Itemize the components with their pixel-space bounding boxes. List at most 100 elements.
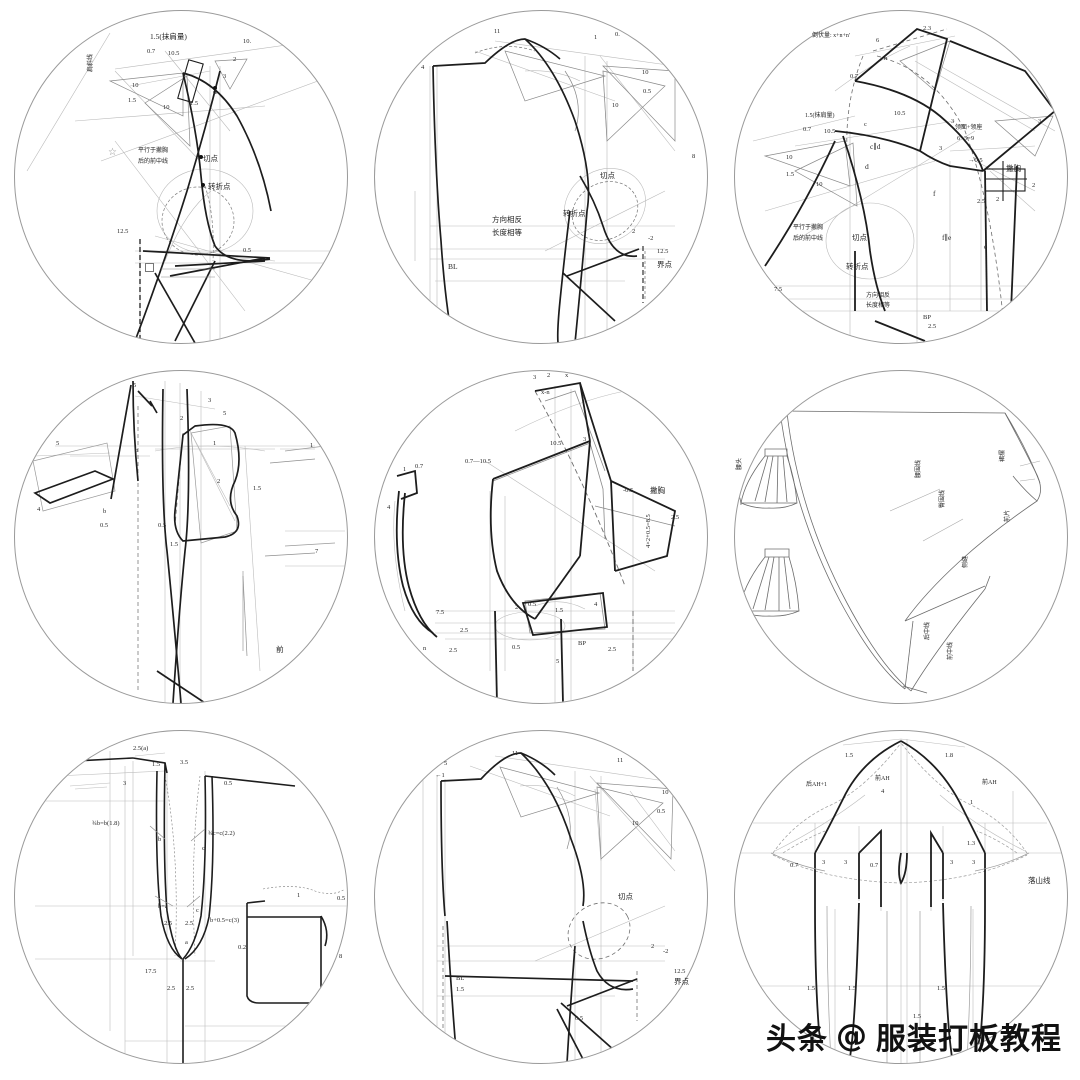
annotation-label: 2.5 — [167, 985, 176, 992]
annotation-label: 领面+领座 — [955, 125, 983, 131]
annotation-label: 转折点 — [208, 182, 231, 191]
annotation-label: 4 — [421, 64, 425, 71]
annotation-label: 后的前中线 — [138, 159, 169, 165]
annotation-label: 1.8 — [945, 752, 954, 759]
annotation-label: 10 — [612, 102, 619, 109]
annotation-label: 2 — [217, 478, 221, 485]
annotation-label: 3 — [123, 780, 127, 787]
annotation-label: 11 — [512, 750, 519, 757]
annotation-label: 10 — [163, 104, 170, 111]
panel-cell-5 — [360, 360, 720, 720]
annotation-label: b — [103, 508, 107, 515]
watermark-prefix: 头条 — [766, 1022, 828, 1057]
annotation-label: 前 — [276, 645, 284, 654]
annotation-label: c — [864, 121, 867, 128]
annotation-label: 后AH+1 — [806, 782, 828, 788]
panel-disc-sleeve-collar-rotation-draft — [374, 370, 708, 704]
annotation-label: ¾c=c(2.2) — [208, 830, 235, 837]
annotation-label: 切点 — [852, 233, 867, 242]
annotation-label: 平行于撇胸 — [793, 225, 824, 231]
annotation-label: 2.5 — [977, 198, 986, 205]
annotation-label: 6+3=9 — [957, 135, 975, 142]
annotation-label: 6 — [876, 37, 880, 44]
panel-cell-3: ☆ — [720, 0, 1080, 360]
annotation-label: c — [196, 907, 199, 914]
annotation-label: 0.5 — [100, 522, 109, 529]
annotation-label: 2.5 — [460, 627, 469, 634]
annotation-label: 裙摆 — [1000, 449, 1006, 462]
annotation-label: 10 — [632, 820, 639, 827]
annotation-label: f∥e — [942, 233, 952, 242]
annotation-label: 方向相反 — [492, 215, 522, 224]
annotation-label: 切点 — [600, 171, 615, 180]
square-outline-icon — [145, 263, 154, 272]
annotation-label: 3 — [951, 118, 955, 125]
annotation-label: 7 — [315, 548, 319, 555]
annotation-label: 12.5 — [117, 228, 129, 235]
annotation-label: 17.5 — [145, 968, 157, 975]
annotation-label: 3 — [822, 859, 826, 866]
annotation-label: 7.5 — [436, 609, 445, 616]
annotation-label: 腰头 — [737, 457, 743, 470]
annotation-label: 8 — [692, 153, 696, 160]
annotation-label: 1.5 — [152, 761, 161, 768]
annotation-label: 2 — [632, 228, 636, 235]
watermark-at-icon: @ — [836, 1018, 868, 1054]
annotation-label: 2.5 — [671, 514, 680, 521]
annotation-label: 1.5 — [555, 607, 564, 614]
annotation-label: 前AH — [875, 776, 890, 782]
annotation-label: 4 — [594, 601, 598, 608]
annotation-label: 5 — [556, 658, 560, 665]
panel-disc-front-bodice-lapel-draft — [14, 10, 348, 344]
panel-disc-collar-lapel-construction-draft — [734, 10, 1068, 344]
annotation-label: 1.5 — [456, 986, 465, 993]
annotation-label: 2 — [180, 415, 184, 422]
annotation-label: 落山线 — [1028, 876, 1051, 885]
annotation-label: 3 — [583, 436, 587, 443]
annotation-label: 2 — [547, 372, 551, 379]
annotation-label: 3 — [844, 859, 848, 866]
annotation-label: 前片 — [1005, 509, 1011, 522]
annotation-label: 3 — [208, 397, 212, 404]
panel-disc-front-back-bodice-overlay-draft — [374, 10, 708, 344]
annotation-label: 2.5 — [449, 647, 458, 654]
annotation-label: n — [884, 55, 888, 62]
annotation-label: 0.7 — [850, 73, 859, 80]
annotation-label: 10.5 — [824, 128, 836, 135]
annotation-label: 2.5 — [185, 920, 194, 927]
panel-disc-sleeve-cap-two-piece-draft — [734, 730, 1068, 1064]
annotation-label: 3.5 — [180, 759, 189, 766]
annotation-label: 0.5 — [243, 247, 252, 254]
annotation-label: 撇胸 — [650, 486, 665, 495]
annotation-label: 0.7 — [415, 463, 424, 470]
annotation-label: BL — [448, 262, 458, 271]
annotation-label: e — [984, 242, 988, 251]
panel-cell-1: ☆ — [0, 0, 360, 360]
annotation-label: 0.7 — [790, 862, 799, 869]
annotation-label: 5 — [133, 382, 137, 389]
annotation-label: 0.5 — [158, 522, 167, 529]
annotation-label: 0.7 — [803, 126, 812, 133]
annotation-label: 0. — [615, 31, 620, 38]
panel-cell-7 — [0, 720, 360, 1080]
annotation-label: 5 — [56, 440, 60, 447]
annotation-label: -2 — [663, 948, 669, 955]
annotation-label: 前AH — [982, 780, 997, 786]
annotation-label: 0.7 — [147, 48, 156, 55]
annotation-label: 1.5 — [128, 97, 137, 104]
annotation-label: 平行于撇胸 — [138, 148, 169, 154]
annotation-label: 切点 — [203, 154, 218, 163]
annotation-label: 前中线 — [948, 641, 954, 660]
annotation-label: 2.5 — [928, 323, 937, 330]
annotation-label: 1 — [594, 34, 598, 41]
annotation-label: 1 — [403, 466, 407, 473]
annotation-label: 1.5 — [253, 485, 262, 492]
annotation-label: 臀围线 — [940, 489, 946, 508]
annotation-label: 1 — [970, 799, 974, 806]
marker-dot — [199, 155, 203, 159]
annotation-label: 10.5 — [550, 440, 562, 447]
annotation-label: 3 — [1038, 118, 1042, 125]
annotation-label: x — [565, 372, 569, 379]
annotation-label: 3 — [533, 374, 537, 381]
